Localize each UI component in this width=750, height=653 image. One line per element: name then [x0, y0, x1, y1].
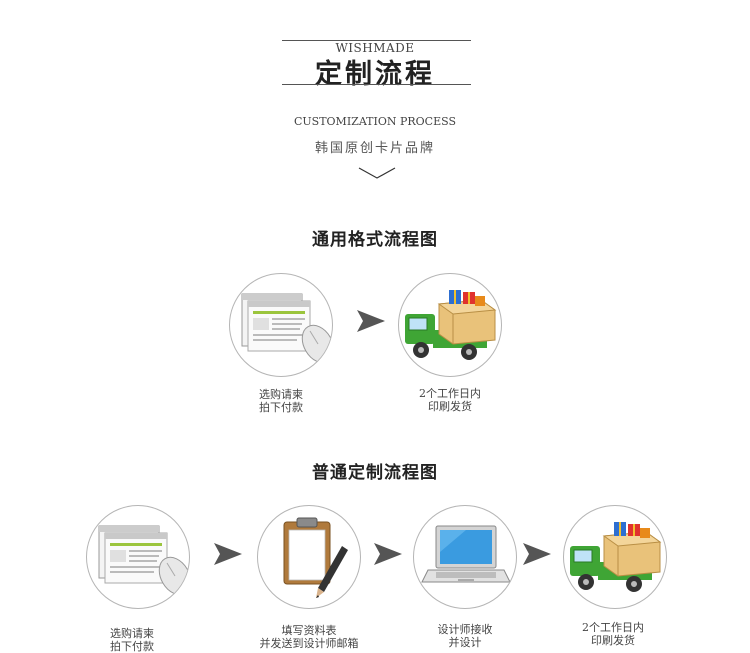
web-page-mouse-icon	[98, 525, 189, 596]
step-caption-designer: 设计师接收 并设计	[405, 623, 525, 649]
delivery-truck-icon	[405, 290, 497, 360]
arrow-right-icon	[523, 543, 551, 565]
section-title-general: 通用格式流程图	[312, 230, 438, 250]
page-title: 定制流程	[315, 59, 435, 90]
step-caption-fill-form: 填写资料表 并发送到设计师邮箱	[239, 624, 379, 650]
step-caption-select-pay: 选购请柬 拍下付款	[221, 388, 341, 414]
step-caption-line2: 并发送到设计师邮箱	[259, 637, 359, 650]
step-caption-select-pay: 选购请柬 拍下付款	[72, 627, 192, 653]
arrow-right-icon	[357, 310, 385, 332]
step-circle-designer	[413, 505, 517, 609]
step-circle-fill-form	[257, 505, 361, 609]
step-caption-line1: 填写资料表	[281, 624, 337, 637]
step-circle-select-pay	[229, 273, 333, 377]
step-caption-line1: 2个工作日内	[419, 387, 481, 400]
step-circle-print-ship	[398, 273, 502, 377]
header-top-rule	[282, 40, 471, 41]
arrow-right-icon	[214, 543, 242, 565]
step-caption-print-ship: 2个工作日内 印刷发货	[390, 387, 510, 413]
step-caption-line2: 印刷发货	[591, 634, 635, 647]
step-caption-line1: 2个工作日内	[582, 621, 644, 634]
step-circle-select-pay	[86, 505, 190, 609]
section-title-custom: 普通定制流程图	[312, 463, 438, 483]
chevron-down-icon	[358, 167, 396, 179]
step-caption-line2: 拍下付款	[259, 401, 303, 414]
clipboard-pen-icon	[283, 517, 348, 598]
step-caption-line1: 选购请柬	[110, 627, 154, 640]
step-caption-line2: 并设计	[448, 636, 482, 649]
step-caption-line1: 设计师接收	[437, 623, 493, 636]
step-caption-line1: 选购请柬	[259, 388, 303, 401]
step-caption-print-ship: 2个工作日内 印刷发货	[553, 621, 673, 647]
subtitle-english: CUSTOMIZATION PROCESS	[293, 115, 457, 128]
header-bottom-rule	[282, 84, 471, 85]
subtitle-chinese: 韩国原创卡片品牌	[314, 141, 435, 156]
laptop-icon	[421, 525, 511, 583]
web-page-mouse-icon	[241, 293, 332, 364]
step-circle-print-ship	[563, 505, 667, 609]
brand-name: WISHMADE	[335, 41, 415, 55]
step-caption-line2: 拍下付款	[110, 640, 154, 653]
step-caption-line2: 印刷发货	[428, 400, 472, 413]
delivery-truck-icon	[570, 522, 662, 592]
arrow-right-icon	[374, 543, 402, 565]
